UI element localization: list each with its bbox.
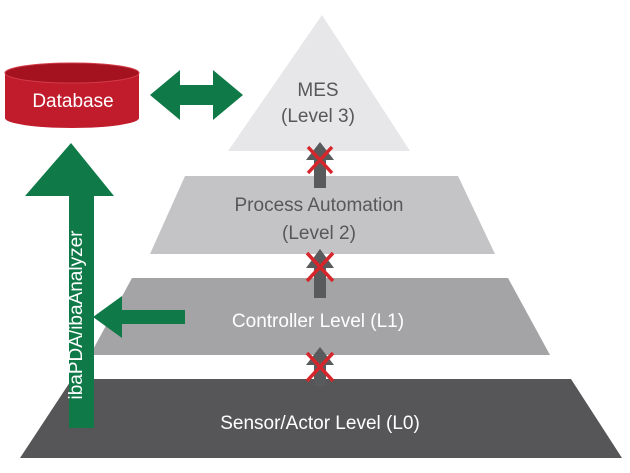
iba-arrow-label: ibaPDA/ibaAnalyzer <box>66 230 87 400</box>
database-label: Database <box>32 91 113 112</box>
level1-controller-layer <box>90 278 550 355</box>
level3-subtitle: (Level 3) <box>281 106 355 127</box>
level3-mes-layer <box>228 15 410 151</box>
blocked-arrow-l2-to-l3 <box>306 142 334 188</box>
level1-title: Controller Level (L1) <box>232 311 404 332</box>
blocked-x-icon <box>305 351 335 383</box>
iba-vertical-arrow <box>25 143 114 428</box>
level2-title: Process Automation <box>235 195 404 216</box>
level2-subtitle: (Level 2) <box>282 223 356 244</box>
database-mes-double-arrow <box>150 70 243 120</box>
blocked-x-icon <box>306 145 334 175</box>
blocked-arrow-l1-to-l2 <box>305 249 335 298</box>
level0-title: Sensor/Actor Level (L0) <box>220 413 420 434</box>
database-icon <box>4 62 140 128</box>
controller-to-iba-arrow <box>93 296 185 338</box>
blocked-x-icon <box>305 251 335 283</box>
level2-process-automation-layer <box>150 176 495 254</box>
level3-title: MES <box>297 80 338 101</box>
blocked-arrow-l0-to-l1 <box>305 347 335 386</box>
level0-sensor-actor-layer <box>20 379 622 458</box>
